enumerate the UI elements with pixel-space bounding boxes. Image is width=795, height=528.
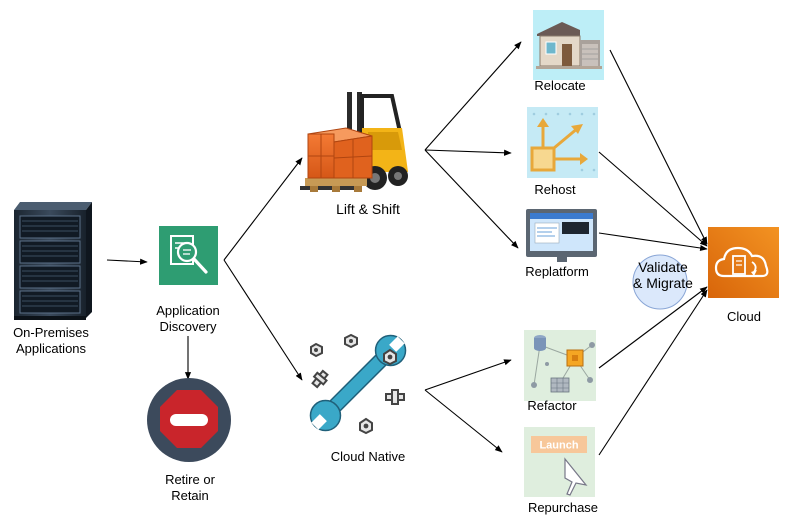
arrow-refactor-to-cloud — [598, 286, 708, 369]
connectors — [106, 41, 708, 456]
cloud-label: Cloud — [727, 309, 761, 324]
arrow-discovery-to-cloudnative — [223, 259, 303, 381]
arrow-liftshift-to-replatform — [424, 149, 519, 249]
relocate-label: Relocate — [534, 78, 586, 93]
retire-or-retain-label: Retire or Retain — [165, 472, 215, 503]
lift-and-shift-label: Lift & Shift — [336, 201, 400, 217]
arrow-rehost-to-cloud — [598, 151, 708, 247]
arrow-onprem-to-discovery — [106, 258, 148, 265]
wrench-bolts-icon — [309, 333, 407, 435]
repurchase-label: Repurchase — [527, 500, 599, 515]
refactor-label: Refactor — [527, 398, 577, 413]
arrow-liftshift-to-relocate — [424, 41, 522, 151]
arrow-cloudnative-to-repurchase — [424, 389, 503, 453]
replatform-label: Replatform — [525, 264, 589, 279]
cloud-native-label: Cloud Native — [330, 449, 406, 464]
monitor-icon — [526, 209, 597, 262]
building-icon — [533, 10, 604, 80]
arrow-repurchase-to-cloud — [598, 289, 708, 456]
forklift-icon — [300, 92, 408, 192]
arrows-square-icon — [527, 107, 598, 178]
on-premises-label: On-Premises Applications — [13, 325, 89, 356]
circuit-icon — [524, 330, 596, 401]
arrow-replatform-to-cloud — [598, 232, 708, 252]
magnifier-document-icon — [159, 226, 218, 285]
cursor-launch-icon: Launch — [524, 427, 595, 497]
arrow-cloudnative-to-refactor — [424, 359, 512, 391]
server-rack-icon — [14, 202, 92, 320]
cloud-migrate-icon — [708, 227, 779, 298]
arrow-discovery-to-liftshift — [223, 157, 303, 261]
validate-migrate-label: Validate & Migrate — [633, 259, 693, 291]
bubble-icon — [632, 254, 688, 310]
launch-button-text: Launch — [539, 440, 578, 452]
arrow-liftshift-to-rehost — [424, 149, 512, 156]
application-discovery-label: Application Discovery — [156, 303, 220, 334]
rehost-label: Rehost — [534, 182, 576, 197]
arrow-relocate-to-cloud — [609, 49, 708, 245]
stop-sign-icon — [147, 378, 231, 462]
